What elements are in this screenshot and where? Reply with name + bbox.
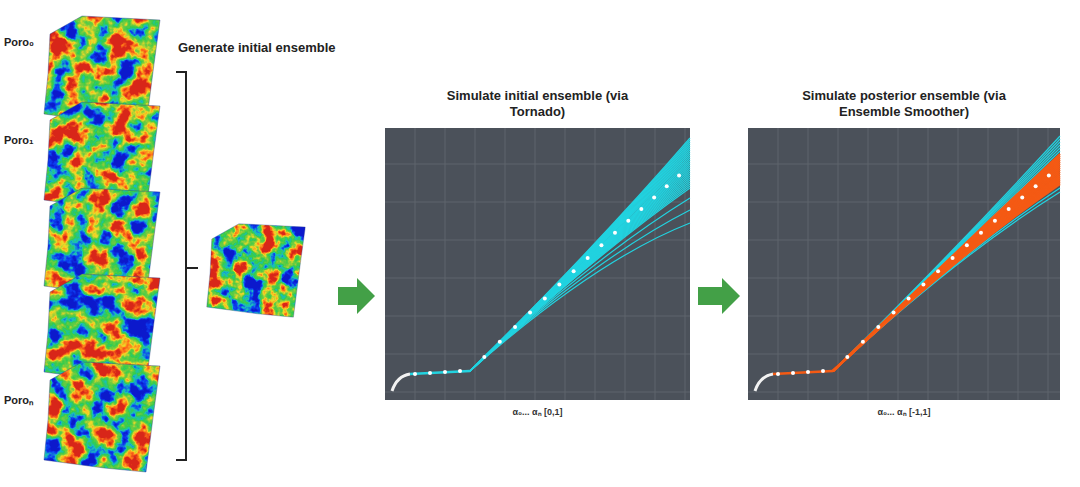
map-label: Poro₁ (4, 134, 34, 146)
section-heading: Generate initial ensemble (178, 40, 336, 55)
green-arrow (698, 278, 740, 314)
bracket (176, 72, 198, 460)
panel-title: Simulate initial ensemble (via Tornado) (447, 88, 629, 120)
porosity-map (42, 360, 164, 476)
map-label: Poroₙ (4, 392, 33, 407)
green-arrow (338, 278, 375, 314)
chart-panel: Simulate initial ensemble (via Tornado) α… (385, 84, 690, 420)
axis-label: α₀... αₙ [0,1] (385, 405, 690, 418)
chart-panel: Simulate posterior ensemble (via Ensembl… (748, 84, 1060, 420)
porosity-map (205, 222, 309, 321)
map-label: Poro₀ (4, 36, 34, 48)
panel-title: Simulate posterior ensemble (via Ensembl… (799, 88, 1009, 120)
chart-panel (748, 128, 1060, 400)
axis-label: α₀... αₙ [-1,1] (748, 405, 1060, 418)
chart-panel (385, 128, 690, 400)
